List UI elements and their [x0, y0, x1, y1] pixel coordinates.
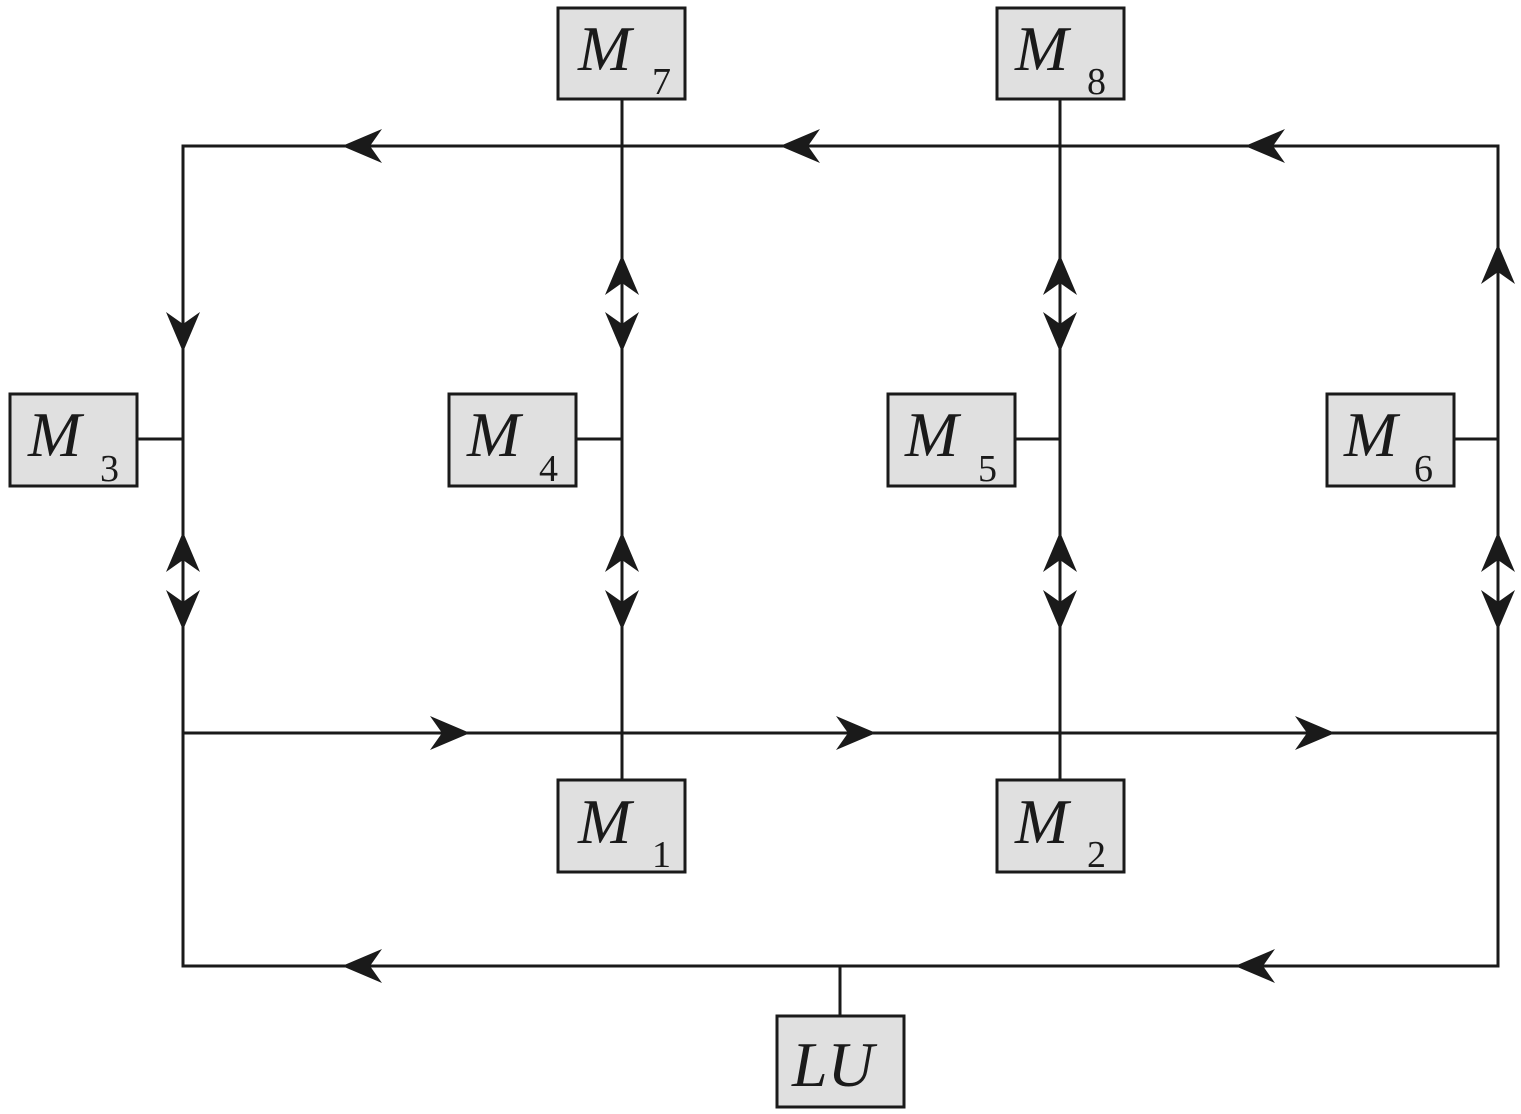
node-m3: M 3 [8, 392, 139, 490]
node-subscript: 6 [1414, 448, 1433, 490]
node-subscript: 3 [100, 448, 119, 490]
node-m1: M 1 [556, 778, 687, 876]
double-arrow-down-icon [1043, 312, 1077, 352]
track-lines [135, 97, 1500, 1018]
node-label: M [577, 786, 635, 857]
node-subscript: 8 [1087, 61, 1106, 103]
node-subscript: 7 [652, 61, 671, 103]
double-arrow-up-icon [1043, 255, 1077, 295]
double-arrow-down-icon [166, 590, 200, 630]
node-m4: M 4 [447, 392, 578, 490]
node-m8: M 8 [995, 6, 1126, 103]
double-arrow-up-icon [1481, 532, 1515, 572]
node-label: M [577, 13, 635, 84]
node-lu: LU [775, 1014, 906, 1109]
node-subscript: 1 [652, 834, 671, 876]
double-arrow-up-icon [1043, 532, 1077, 572]
arrow-left-icon [342, 949, 382, 983]
arrow-left-icon [1245, 129, 1285, 163]
double-arrow-down-icon [605, 590, 639, 630]
node-label: M [27, 399, 85, 470]
double-arrow-down-icon [605, 312, 639, 352]
arrow-right-icon [1295, 716, 1335, 750]
node-label: M [466, 399, 524, 470]
double-arrow-up-icon [605, 255, 639, 295]
node-label: M [1014, 13, 1072, 84]
arrow-down-icon [166, 312, 200, 352]
node-subscript: 5 [978, 448, 997, 490]
node-subscript: 2 [1087, 834, 1106, 876]
node-m6: M 6 [1325, 392, 1456, 490]
arrow-right-icon [430, 716, 470, 750]
double-arrow-up-icon [605, 532, 639, 572]
double-arrow-up-icon [166, 532, 200, 572]
double-arrow-down-icon [1481, 590, 1515, 630]
node-label: M [904, 399, 962, 470]
node-label: M [1343, 399, 1401, 470]
arrow-up-icon [1481, 244, 1515, 284]
node-label: M [1014, 786, 1072, 857]
node-m7: M 7 [556, 6, 687, 103]
node-m2: M 2 [995, 778, 1126, 876]
node-subscript: 4 [539, 448, 558, 490]
arrow-left-icon [780, 129, 820, 163]
arrow-left-icon [342, 129, 382, 163]
double-arrow-down-icon [1043, 590, 1077, 630]
node-m5: M 5 [886, 392, 1017, 490]
arrow-right-icon [836, 716, 876, 750]
arrow-left-icon [1235, 949, 1275, 983]
arrowheads [166, 129, 1515, 983]
node-label: LU [791, 1029, 878, 1100]
